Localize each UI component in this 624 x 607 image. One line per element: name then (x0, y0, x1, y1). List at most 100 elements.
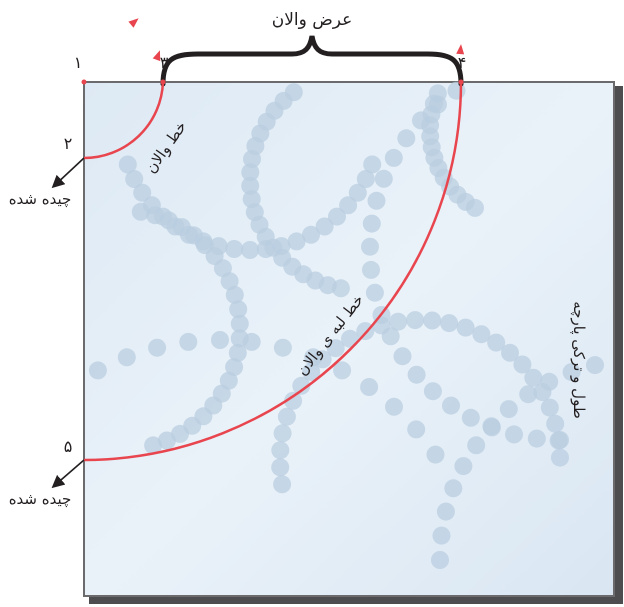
fabric-dot (499, 400, 518, 419)
fabric-dot (501, 343, 519, 362)
cut-arrow-2 (51, 157, 85, 189)
fabric-dot (133, 183, 152, 202)
large-valance-edge-arc (83, 81, 463, 462)
fabric-dot (348, 183, 367, 202)
fabric-dot (302, 225, 320, 244)
fabric-dot (356, 170, 375, 188)
fabric-dot (527, 429, 546, 448)
fabric-dot (385, 397, 403, 416)
fabric-dot (540, 398, 559, 417)
fabric-dot (125, 170, 144, 188)
fabric-dot (472, 325, 491, 344)
fabric-dot (179, 332, 198, 351)
fabric-dot (225, 285, 244, 304)
cut-arrow-5 (51, 459, 85, 489)
fabric-dot (360, 378, 379, 396)
fabric-dot (519, 385, 538, 404)
fabric-dot (230, 329, 249, 348)
arc-arrow-icon (128, 18, 139, 28)
fabric-dot (367, 191, 386, 210)
fabric-dot (428, 84, 447, 103)
fabric-dot (363, 155, 382, 174)
fabric-dot (482, 417, 501, 436)
fabric-dot (442, 396, 460, 415)
label-cut-5: چیده شده (9, 490, 72, 508)
fabric-dot (406, 311, 425, 330)
fabric-dot (436, 502, 455, 521)
fabric-dot (423, 311, 442, 330)
label-point-4: ۴ (458, 53, 467, 72)
fabric-dot (220, 272, 239, 291)
fabric-dot (326, 339, 345, 358)
fabric-dot (292, 376, 311, 395)
fabric-dot (117, 348, 136, 367)
fabric-dot (423, 382, 442, 401)
fabric-dot (273, 424, 292, 443)
label-cut-2: چیده شده (9, 190, 72, 208)
fabric-dot (546, 414, 565, 433)
fabric-dot (533, 383, 552, 402)
fabric-dot (273, 475, 292, 494)
label-point-5: ۵ (64, 437, 73, 456)
fabric-dot (374, 169, 393, 188)
fabric-dot (228, 343, 247, 362)
fabric-dot (341, 329, 359, 348)
fabric-dot (333, 361, 352, 380)
fabric-dot (302, 362, 321, 381)
fabric-dot-pattern (88, 81, 604, 569)
small-valance-arc (83, 81, 165, 160)
fabric-dot (225, 240, 244, 258)
fabric-dot (229, 300, 248, 319)
point-4-marker (458, 79, 464, 85)
fabric-dot (551, 448, 569, 467)
fabric-dot (365, 283, 384, 302)
label-top-width: عرض والان (272, 10, 353, 30)
fabric-dot (271, 458, 290, 477)
fabric-dot (241, 241, 259, 259)
fabric-dot (549, 431, 568, 450)
fabric-dot (393, 347, 412, 366)
fabric-dot (426, 445, 445, 464)
arc-arrow-icon (456, 44, 465, 55)
fabric-dot (313, 350, 332, 369)
fabric-dot (431, 551, 449, 569)
fabric-dot (505, 425, 523, 444)
fabric-dot (389, 312, 408, 331)
fabric-dot (361, 237, 379, 256)
point-3-marker (160, 79, 166, 85)
fabric-dot (362, 214, 381, 233)
label-point-3: ۳ (160, 53, 169, 72)
fabric-dot (241, 176, 260, 195)
fabric-dot (456, 318, 475, 337)
fabric-dot (241, 163, 260, 182)
fabric-dot (287, 232, 306, 251)
fabric-dot (440, 314, 459, 333)
label-point-1: ۱ (74, 53, 83, 72)
point-1-marker (81, 79, 87, 85)
curly-brace-icon (160, 35, 464, 87)
fabric-dot (586, 356, 604, 375)
fabric-dot (157, 431, 176, 450)
fabric-dot (339, 196, 358, 215)
fabric-dot (487, 333, 506, 352)
arc-direction-arrows (128, 18, 465, 62)
frame-outline (83, 81, 615, 597)
fabric-dot (384, 148, 403, 167)
fabric-dot (230, 314, 249, 333)
fabric-dot (432, 526, 451, 545)
fabric-dot (277, 407, 296, 426)
fabric-dot (467, 436, 486, 455)
label-right-side: طول و ترکی پارچه (569, 301, 588, 419)
fabric-dot (211, 331, 229, 349)
fabric-dot (271, 441, 290, 460)
fabric-dot (284, 391, 303, 410)
fabric-dot (362, 260, 380, 279)
fabric-dot (454, 457, 473, 476)
arc-arrow-icon (152, 50, 161, 62)
fabric-dot (144, 436, 163, 455)
fabric-dot (131, 202, 150, 221)
fabric-dot (513, 355, 532, 374)
fabric-dot (397, 129, 416, 148)
fabric-dot (328, 207, 346, 226)
